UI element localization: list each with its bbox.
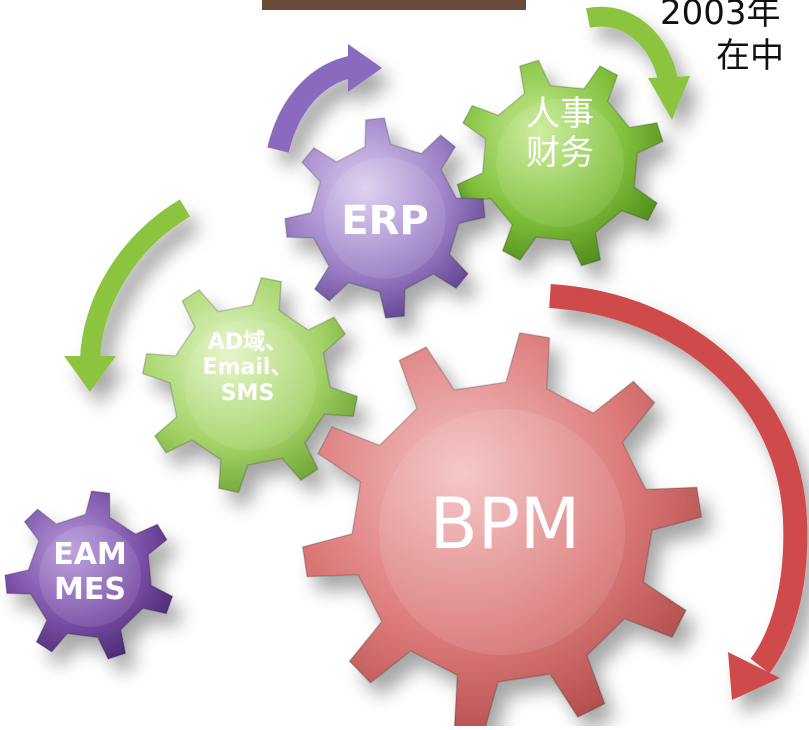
bpm-label: BPM [429, 483, 581, 565]
gear-ad-email-sms-hub [184, 319, 316, 451]
gear-label-hr-finance: 人事 财务 [505, 94, 615, 174]
caption-line-2: 在中 [716, 35, 784, 76]
mes-label: MES [54, 571, 126, 607]
photo-strip [262, 0, 526, 10]
gear-ad-email-sms [141, 276, 359, 494]
gear-eam-mes [4, 490, 174, 660]
ad-domain-label: AD域、 [207, 330, 288, 355]
gear-label-erp: ERP [330, 198, 440, 244]
gear-hr-finance-hub [496, 99, 624, 227]
gear-label-eam-mes: EAM MES [30, 537, 150, 607]
caption-line-1: 2003年 [660, 0, 781, 33]
gear-erp [284, 117, 486, 319]
hr-label: 人事 [526, 94, 594, 134]
top-green-arrow [586, 6, 690, 120]
gear-eam-mes-hub [39, 525, 141, 627]
gear-erp-hub [324, 157, 446, 279]
red-arrow [549, 284, 808, 700]
gear-bpm [301, 331, 703, 730]
purple-arrow [267, 44, 382, 153]
gear-label-bpm: BPM [395, 484, 615, 565]
email-label: Email、 [202, 355, 293, 381]
sms-label: SMS [220, 380, 275, 406]
gear-bpm-hub [379, 409, 625, 655]
gear-hr-finance [456, 59, 664, 267]
eam-label: EAM [53, 537, 127, 572]
left-green-arrow [64, 199, 191, 392]
gears-layer [4, 59, 703, 730]
finance-label: 财务 [526, 133, 594, 174]
gear-label-ad-email-sms: AD域、 Email、 SMS [185, 330, 310, 406]
top-right-caption: 2003年 在中 [660, 0, 784, 77]
erp-label: ERP [341, 198, 429, 244]
